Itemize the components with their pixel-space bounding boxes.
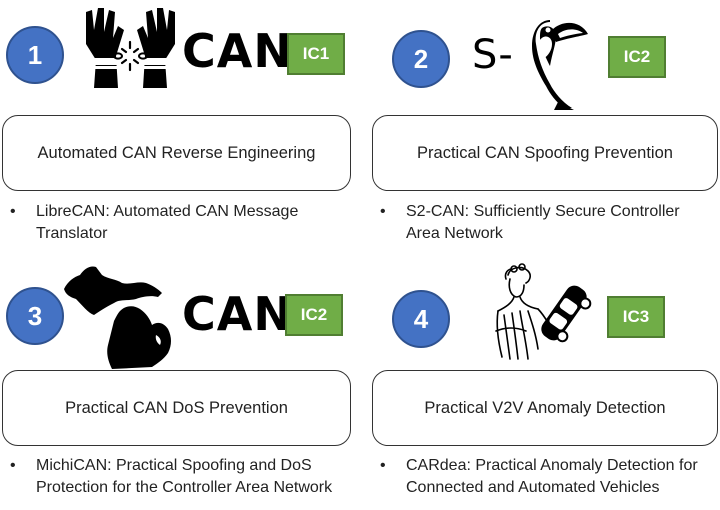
badge: IC3 — [607, 296, 665, 338]
number-circle: 1 — [6, 26, 64, 84]
item-1: 1 CAN IC1 Automated CAN Reverse Engineer… — [0, 0, 360, 255]
broken-shackles-hands-icon — [86, 8, 175, 88]
bullet-item: •S2-CAN: Sufficiently Secure Controller … — [380, 203, 680, 242]
badge: IC1 — [287, 33, 345, 75]
bullet-item: •LibreCAN: Automated CAN Message Transla… — [10, 203, 299, 242]
logo-wordmark: CAN — [182, 24, 293, 78]
badge: IC2 — [608, 36, 666, 78]
title-box: Practical V2V Anomaly Detection — [372, 370, 718, 446]
bullet-item: •MichiCAN: Practical Spoofing and DoS Pr… — [10, 457, 333, 496]
number-circle: 2 — [392, 30, 450, 88]
bullet-item: •CARdea: Practical Anomaly Detection for… — [380, 457, 698, 496]
goddess-with-car-icon — [495, 263, 592, 360]
item-4: 4 — [360, 255, 720, 510]
logo-wordmark: S- — [472, 32, 514, 78]
item-3: 3 CAN IC2 Practical CAN DoS Prevention •… — [0, 255, 360, 510]
item-2: 2 S- IC2 Practical CAN Spoofing Preventi… — [360, 0, 720, 255]
title-box: Automated CAN Reverse Engineering — [2, 115, 351, 191]
toucan-icon — [532, 20, 588, 110]
badge: IC2 — [285, 294, 343, 336]
number-circle: 4 — [392, 290, 450, 348]
title-box: Practical CAN DoS Prevention — [2, 370, 351, 446]
logo-wordmark: CAN — [182, 287, 293, 341]
number-circle: 3 — [6, 287, 64, 345]
title-box: Practical CAN Spoofing Prevention — [372, 115, 718, 191]
michigan-map-icon — [64, 266, 171, 369]
